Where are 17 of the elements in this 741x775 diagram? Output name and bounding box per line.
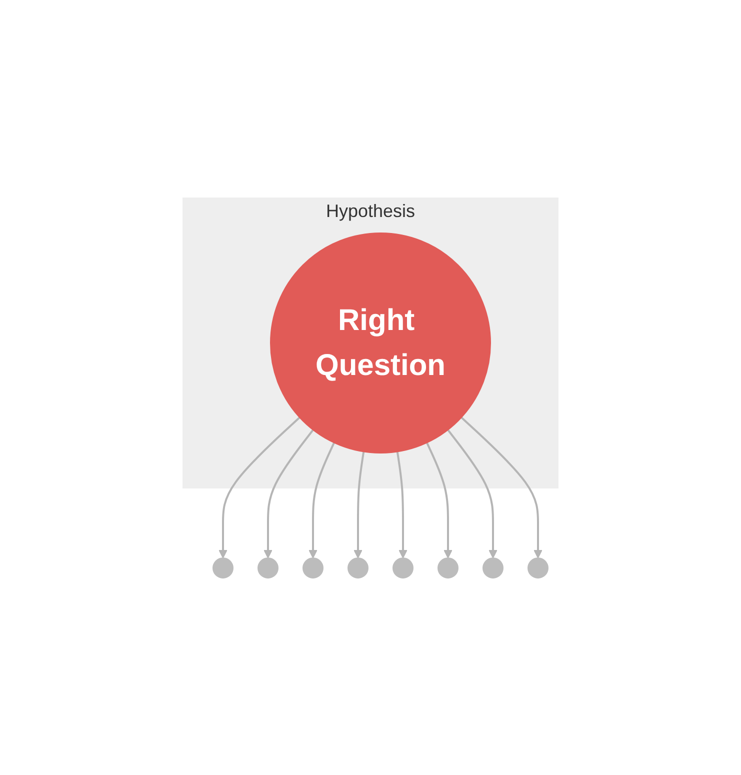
node-circle	[302, 557, 324, 578]
arrow	[396, 451, 408, 558]
node-circle	[528, 557, 548, 578]
arrow	[460, 416, 542, 558]
node-circle: Right Question	[270, 232, 491, 453]
node-circle	[348, 557, 368, 578]
arrow	[426, 442, 452, 558]
node-circle	[212, 557, 234, 578]
node-circle	[392, 557, 414, 578]
node-circle	[258, 557, 278, 578]
arrow	[354, 451, 365, 558]
arrow	[218, 416, 300, 558]
arrow	[264, 428, 314, 558]
arrow	[447, 428, 498, 558]
node-circle	[482, 557, 504, 578]
node-circle	[438, 557, 458, 578]
arrow	[308, 442, 335, 558]
